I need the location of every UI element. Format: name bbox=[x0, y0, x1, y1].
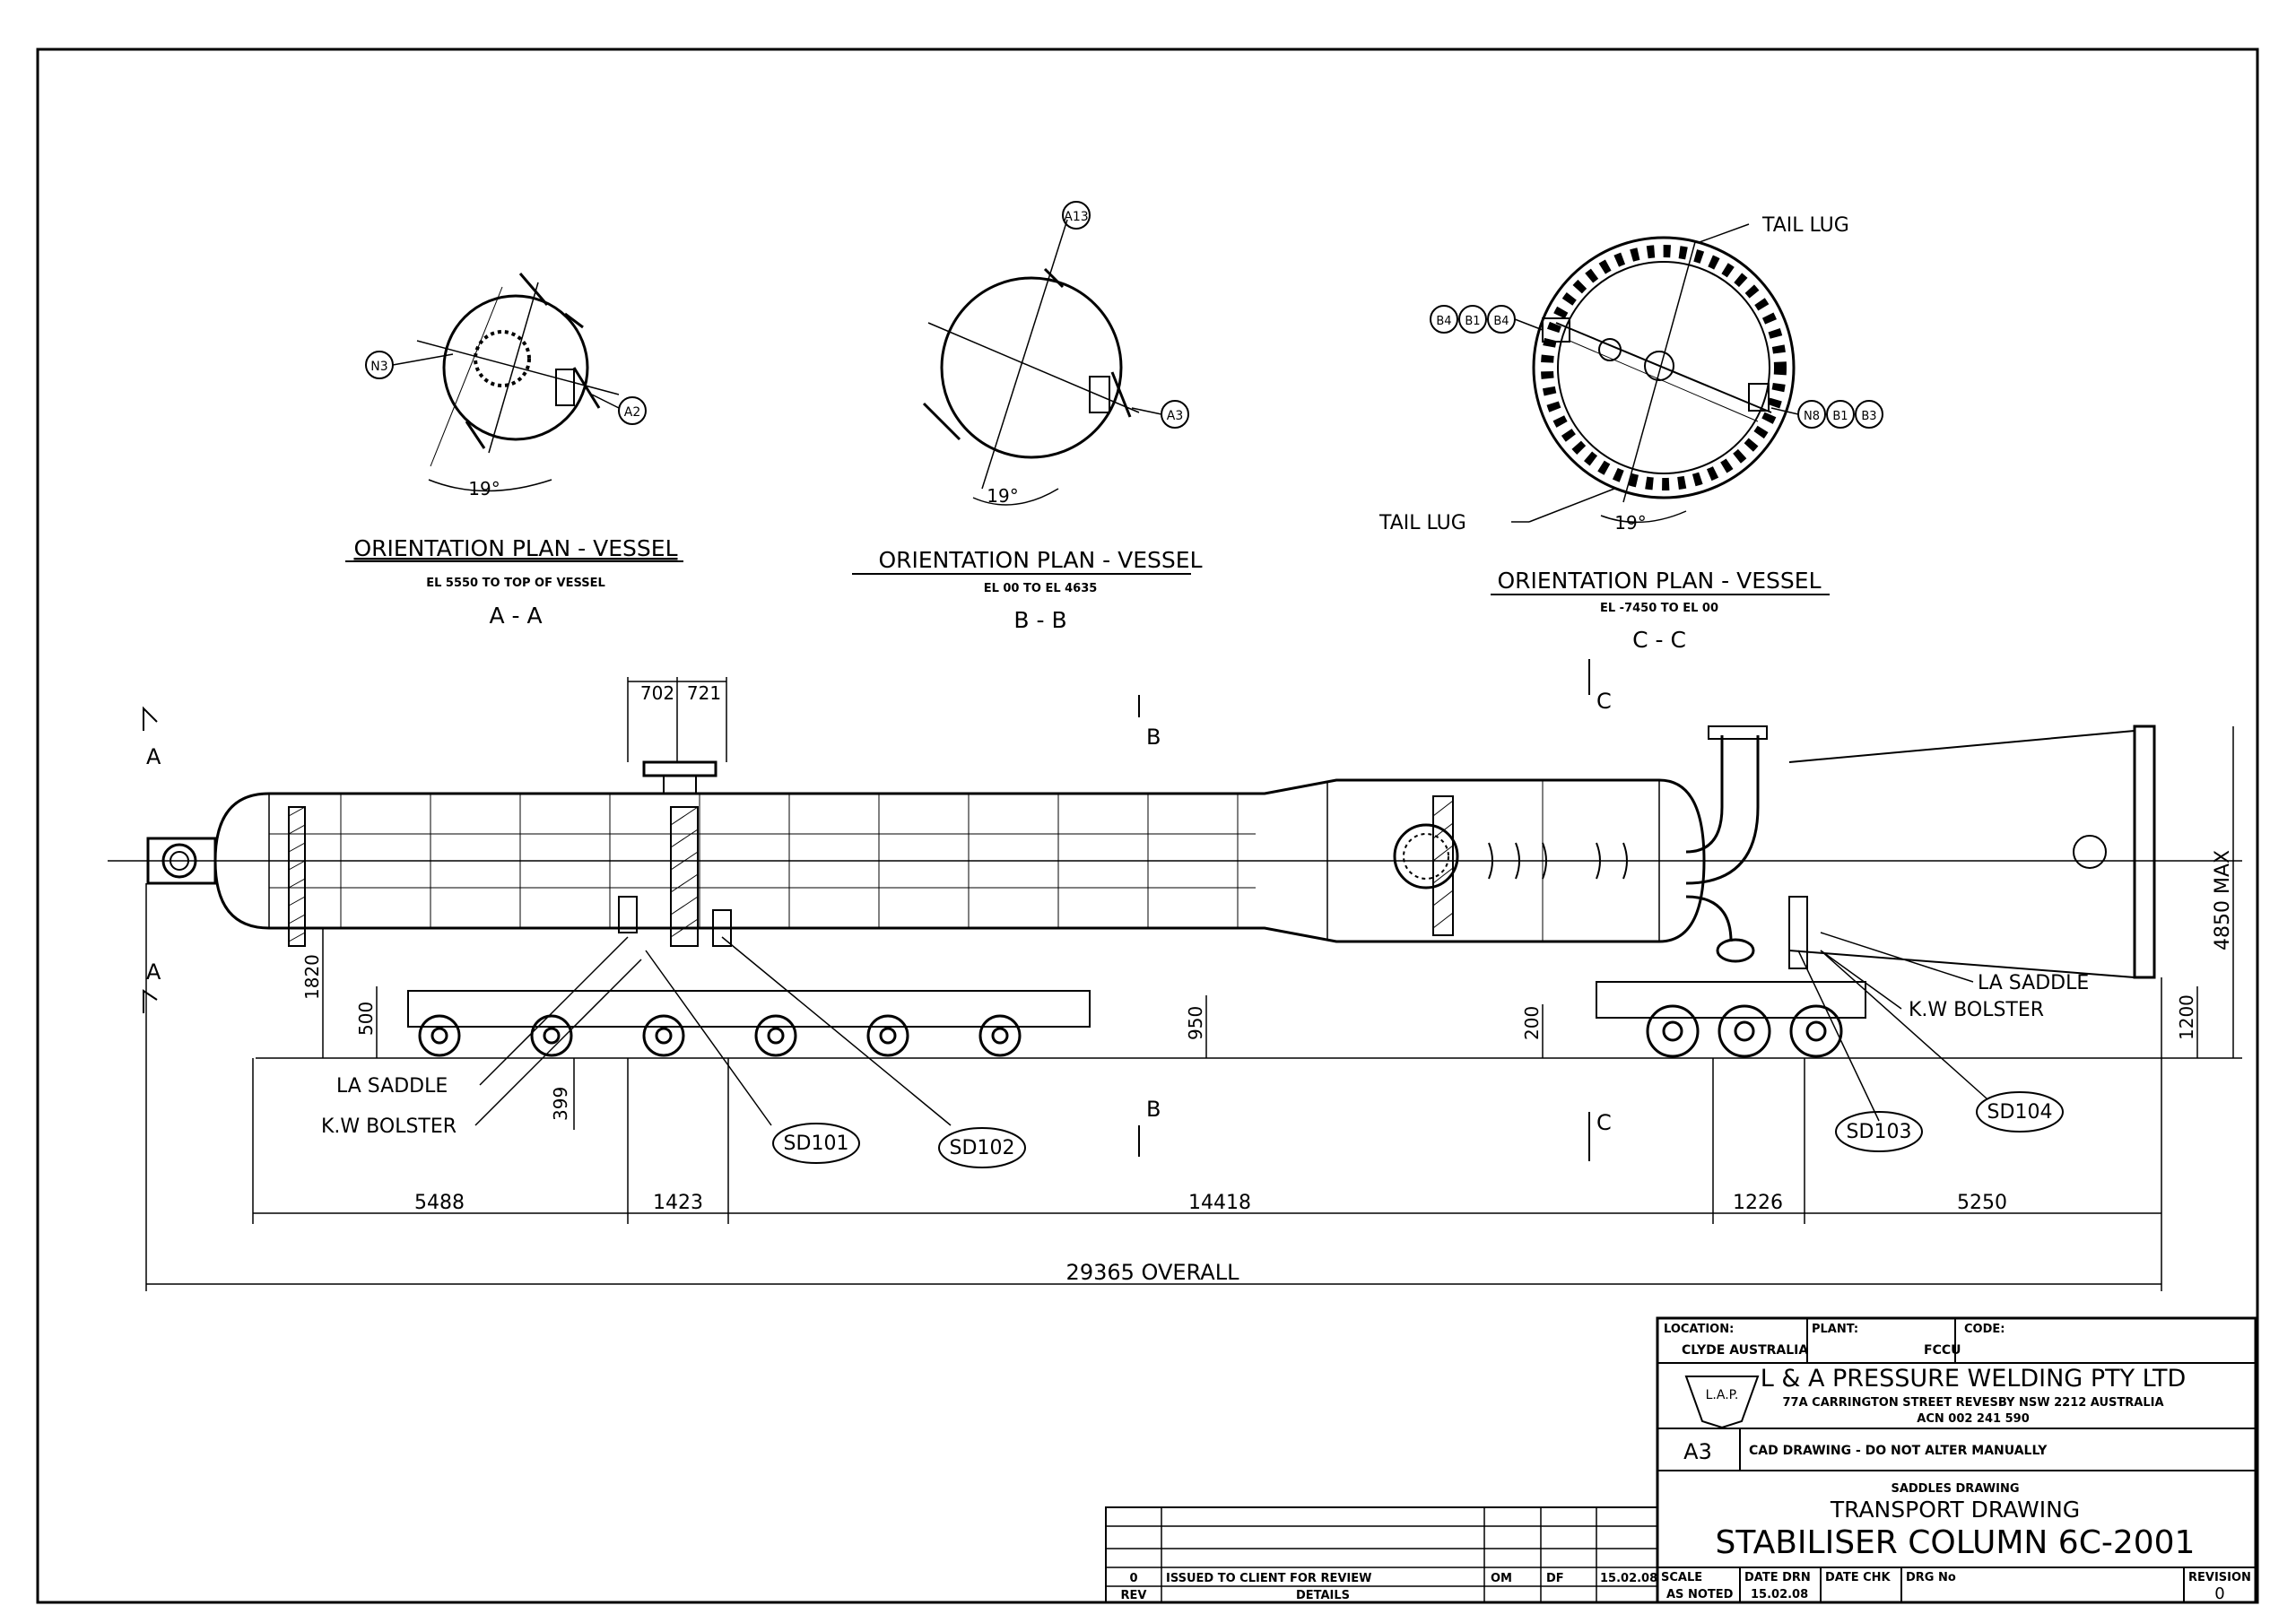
nozzle-a13: A13 bbox=[1064, 210, 1088, 224]
plan-elevation: EL 00 TO EL 4635 bbox=[984, 582, 1098, 595]
company-address: 77A CARRINGTON STREET REVESBY NSW 2212 A… bbox=[1782, 1396, 2163, 1410]
plant-label: PLANT: bbox=[1812, 1323, 1858, 1336]
nozzle-a3: A3 bbox=[1167, 409, 1183, 423]
nozzle-n8: N8 bbox=[1804, 410, 1820, 423]
revision-value: 0 bbox=[2214, 1584, 2224, 1603]
date-drn-label: DATE DRN bbox=[1744, 1571, 1811, 1584]
dim-950: 950 bbox=[1185, 1006, 1206, 1040]
rev-number: 0 bbox=[1129, 1572, 1137, 1585]
saddle-sd102: SD102 bbox=[950, 1137, 1015, 1159]
dim-14418: 14418 bbox=[1188, 1192, 1251, 1214]
dim-1200: 1200 bbox=[2176, 994, 2197, 1040]
title-block bbox=[1105, 1316, 2257, 1604]
section-marker-a: A bbox=[146, 744, 161, 769]
dimension-lines bbox=[145, 677, 2234, 1291]
plan-elevation: EL -7450 TO EL 00 bbox=[1600, 602, 1718, 615]
la-saddle-label: LA SADDLE bbox=[1978, 972, 2089, 994]
callout-lines bbox=[474, 932, 1987, 1126]
dim-1820: 1820 bbox=[301, 954, 323, 1000]
plan-section: C - C bbox=[1632, 627, 1686, 653]
plan-section: B - B bbox=[1013, 607, 1066, 633]
nozzle-a2: A2 bbox=[624, 405, 640, 420]
rev-header: REV bbox=[1121, 1589, 1147, 1602]
nozzle-b4: B4 bbox=[1493, 315, 1509, 328]
drawing-title-2: TRANSPORT DRAWING bbox=[1830, 1497, 2080, 1523]
plan-elevation: EL 5550 TO TOP OF VESSEL bbox=[426, 577, 605, 590]
saddle-sd101: SD101 bbox=[784, 1133, 849, 1155]
revision-label: REVISION bbox=[2188, 1571, 2251, 1584]
dim-702: 702 bbox=[640, 682, 674, 704]
angle-label: 19° bbox=[1614, 512, 1646, 534]
section-markers bbox=[143, 659, 1590, 1161]
drg-no-label: DRG No bbox=[1906, 1571, 1956, 1584]
section-marker-b: B bbox=[1146, 1097, 1161, 1122]
section-marker-a: A bbox=[146, 959, 161, 985]
saddle-sd103: SD103 bbox=[1847, 1121, 1912, 1143]
nozzle-b3: B3 bbox=[1861, 410, 1876, 423]
plan-section: A - A bbox=[489, 603, 542, 629]
dim-5488: 5488 bbox=[414, 1192, 465, 1214]
dim-721: 721 bbox=[687, 682, 721, 704]
company-acn: ACN 002 241 590 bbox=[1917, 1412, 2029, 1426]
plant-value: FCCU bbox=[1924, 1343, 1961, 1358]
date-chk-label: DATE CHK bbox=[1825, 1571, 1892, 1584]
tail-lug-label: TAIL LUG bbox=[1761, 214, 1849, 237]
la-saddle-label: LA SADDLE bbox=[336, 1075, 448, 1098]
section-marker-c: C bbox=[1596, 1110, 1612, 1135]
kw-bolster-label: K.W BOLSTER bbox=[1909, 999, 2044, 1021]
section-marker-b: B bbox=[1146, 725, 1161, 750]
saddle-sd104: SD104 bbox=[1987, 1101, 2053, 1124]
dim-4850: 4850 MAX bbox=[2212, 850, 2234, 950]
location-value: CLYDE AUSTRALIA bbox=[1682, 1343, 1808, 1358]
scale-label: SCALE bbox=[1661, 1571, 1702, 1584]
section-marker-c: C bbox=[1596, 689, 1612, 714]
nozzle-n3: N3 bbox=[370, 360, 387, 374]
angle-label: 19° bbox=[987, 485, 1018, 507]
dim-399: 399 bbox=[550, 1087, 571, 1121]
plan-title: ORIENTATION PLAN - VESSEL bbox=[1497, 568, 1821, 594]
nozzle-b1: B1 bbox=[1465, 315, 1480, 328]
date-drn-value: 15.02.08 bbox=[1751, 1588, 1808, 1601]
rev-date: 15.02.08 bbox=[1600, 1572, 1657, 1585]
code-label: CODE: bbox=[1964, 1323, 2005, 1336]
rev-details: ISSUED TO CLIENT FOR REVIEW bbox=[1166, 1572, 1371, 1585]
dim-1226: 1226 bbox=[1733, 1192, 1783, 1214]
angle-label: 19° bbox=[468, 478, 500, 499]
sheet-size: A3 bbox=[1683, 1439, 1712, 1464]
dim-5250: 5250 bbox=[1957, 1192, 2007, 1214]
dim-500: 500 bbox=[355, 1002, 377, 1036]
nozzle-b4: B4 bbox=[1436, 315, 1451, 328]
company-name: L & A PRESSURE WELDING PTY LTD bbox=[1761, 1365, 2187, 1393]
plan-a: N3 A2 19° ORIENTATION PLAN - VESSEL EL 5… bbox=[345, 273, 683, 629]
drawing-subtitle: SADDLES DRAWING bbox=[1891, 1482, 2019, 1496]
drawing-title-3: STABILISER COLUMN 6C-2001 bbox=[1716, 1524, 2196, 1561]
location-label: LOCATION: bbox=[1664, 1323, 1734, 1336]
dim-overall: 29365 OVERALL bbox=[1066, 1260, 1240, 1285]
dim-200: 200 bbox=[1521, 1006, 1543, 1040]
plan-c: TAIL LUG TAIL LUG B4 B1 B4 N8 B1 B3 19° … bbox=[1378, 214, 1883, 653]
company-logo: L.A.P. bbox=[1706, 1388, 1739, 1402]
details-header: DETAILS bbox=[1296, 1589, 1350, 1602]
scale-value: AS NOTED bbox=[1666, 1588, 1734, 1601]
dim-1423: 1423 bbox=[653, 1192, 703, 1214]
rev-by: OM bbox=[1491, 1572, 1512, 1585]
plan-title: ORIENTATION PLAN - VESSEL bbox=[878, 547, 1202, 573]
vessel-elevation bbox=[108, 725, 2242, 1059]
plan-b: A13 A3 19° ORIENTATION PLAN - VESSEL EL … bbox=[852, 201, 1203, 633]
nozzle-b1: B1 bbox=[1832, 410, 1848, 423]
plan-title: ORIENTATION PLAN - VESSEL bbox=[353, 535, 677, 561]
cad-note: CAD DRAWING - DO NOT ALTER MANUALLY bbox=[1749, 1444, 2048, 1458]
kw-bolster-label: K.W BOLSTER bbox=[321, 1115, 457, 1138]
tail-lug-label: TAIL LUG bbox=[1378, 512, 1466, 534]
rev-chk: DF bbox=[1546, 1572, 1564, 1585]
